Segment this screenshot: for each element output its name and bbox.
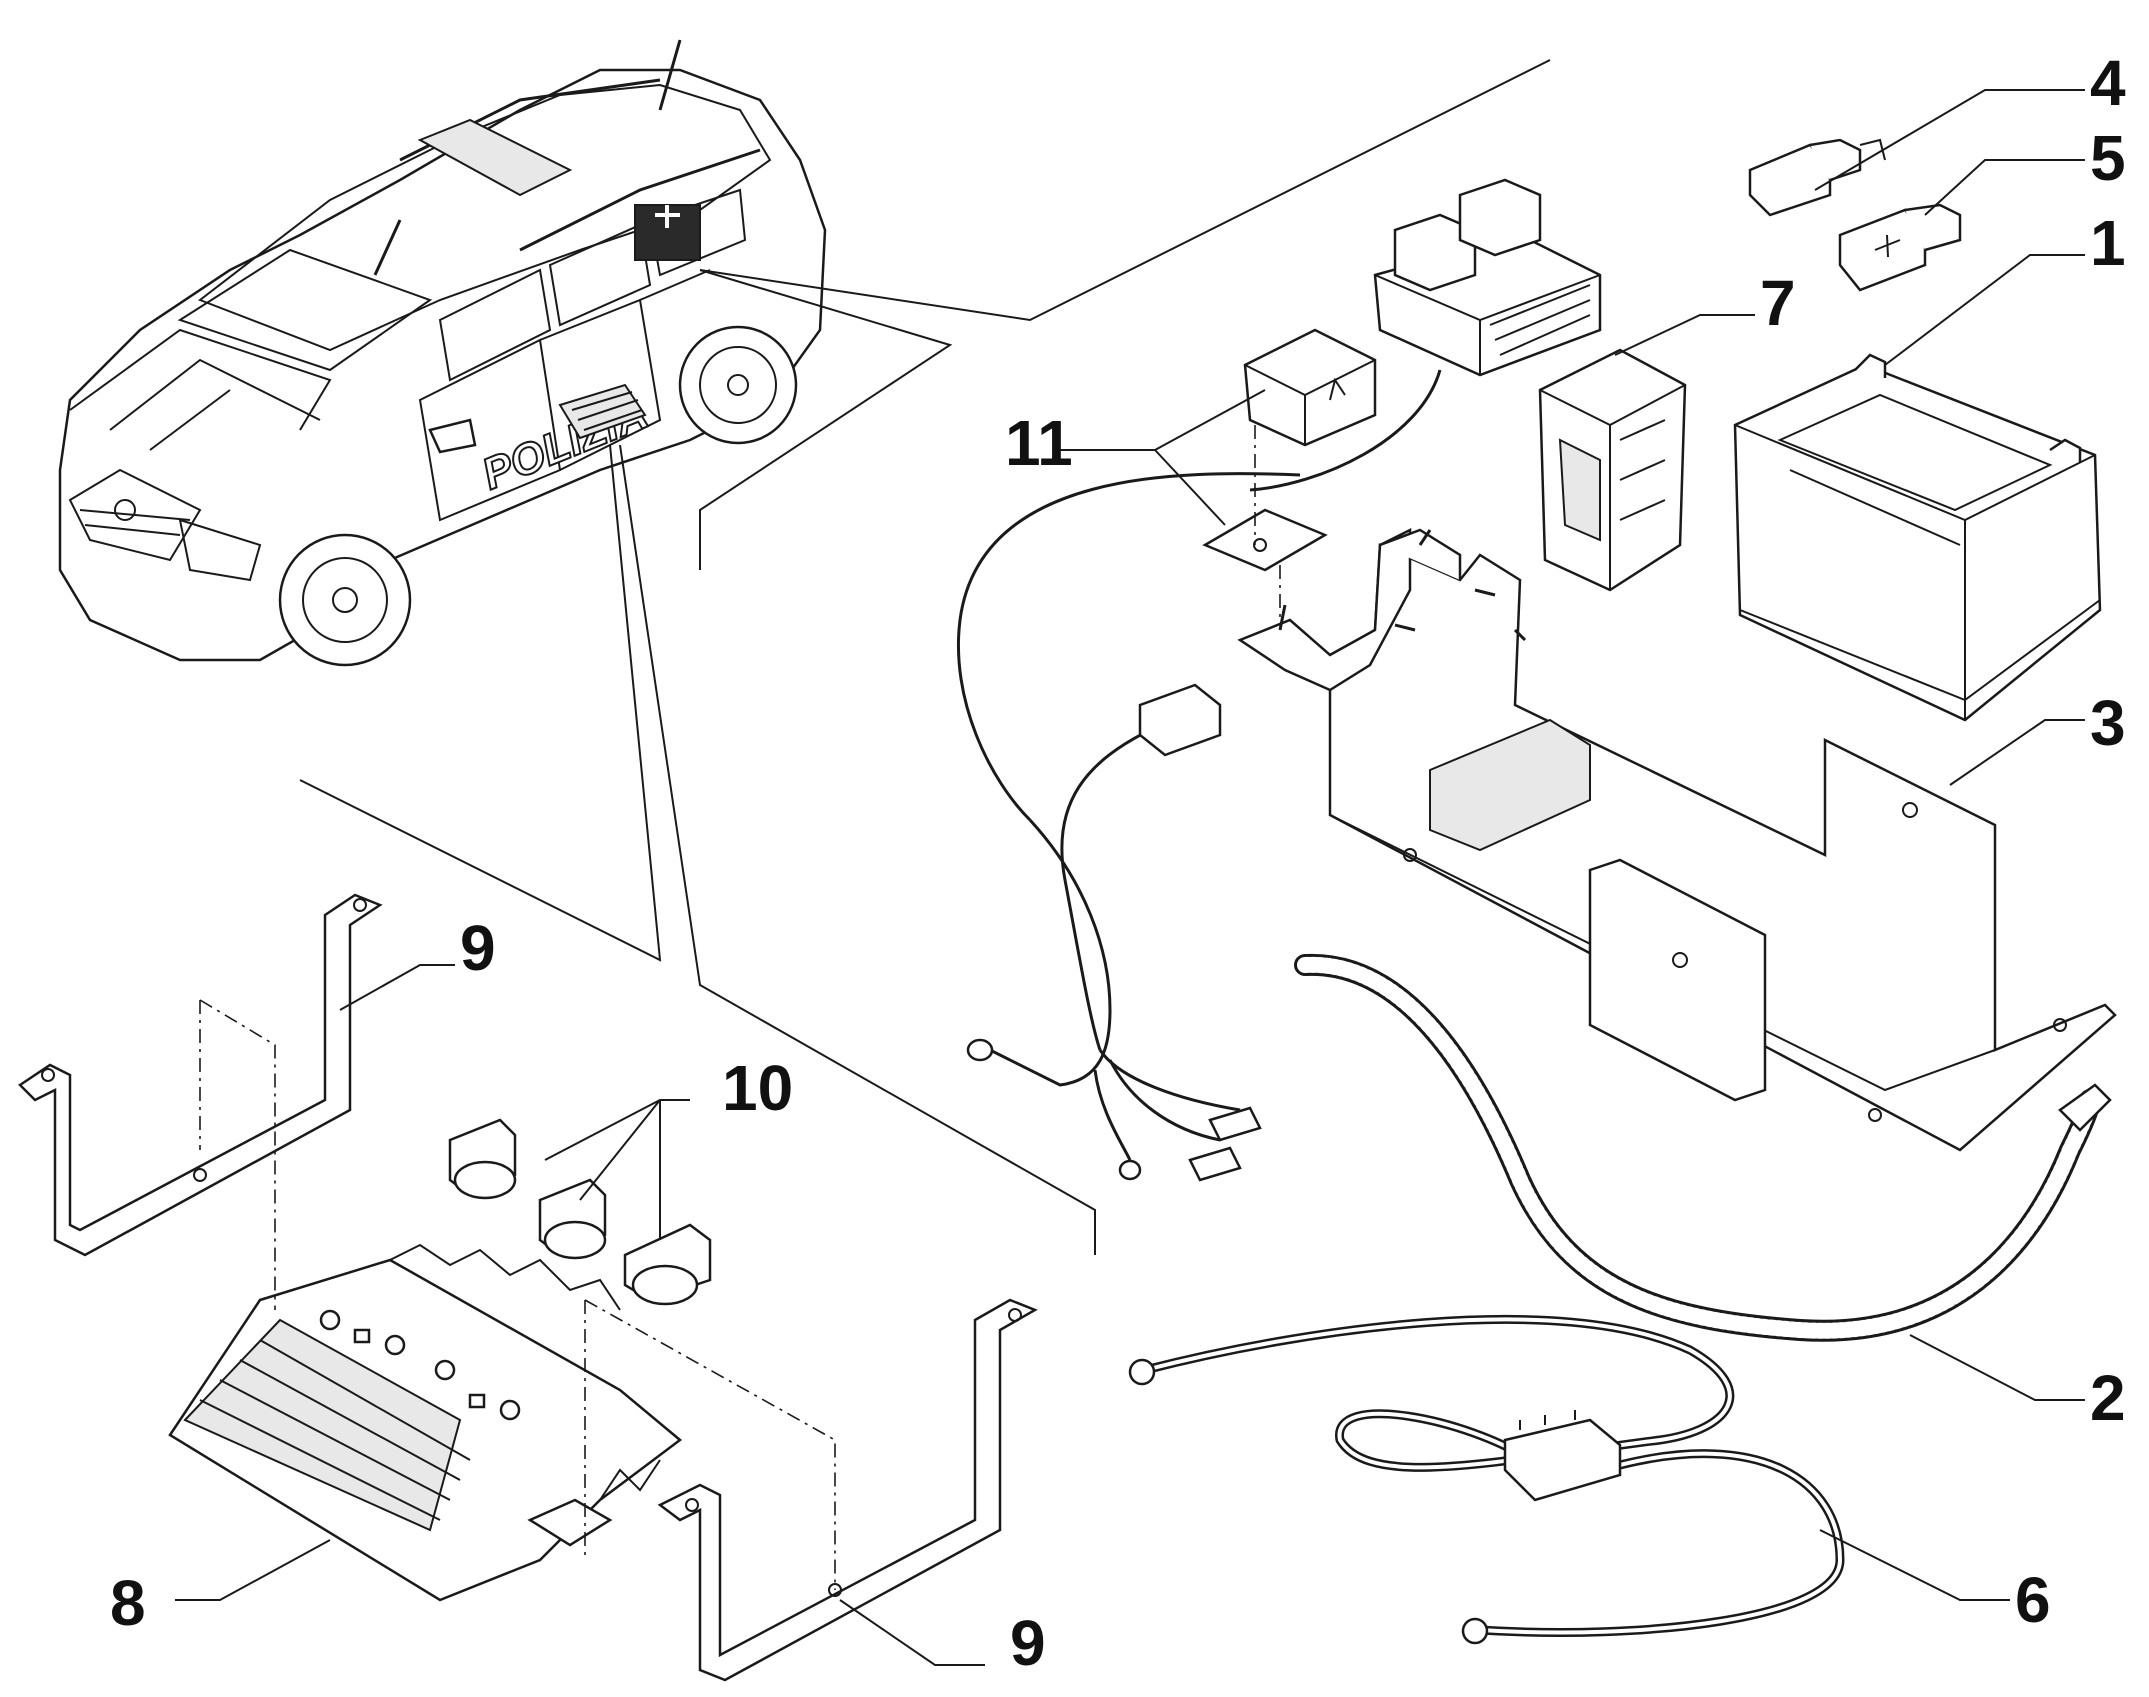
wiring-harness bbox=[956, 369, 1442, 1182]
callout-5: 5 bbox=[2090, 122, 2126, 194]
fused-cable bbox=[1128, 1314, 1845, 1645]
callout-6: 6 bbox=[2015, 1564, 2051, 1636]
converter-location-marker bbox=[558, 383, 647, 440]
callout-9-top: 9 bbox=[460, 912, 496, 984]
callout-4: 4 bbox=[2090, 47, 2126, 119]
terminal-cap-5 bbox=[1838, 203, 1962, 292]
terminal-boots bbox=[448, 1118, 712, 1306]
reference-leaders bbox=[299, 59, 1551, 1255]
ground-strap bbox=[1294, 953, 2112, 1342]
callout-11: 11 bbox=[1005, 407, 1073, 479]
callout-8: 8 bbox=[110, 1567, 146, 1639]
callout-2: 2 bbox=[2090, 1362, 2126, 1434]
callout-1: 1 bbox=[2090, 207, 2126, 279]
vehicle-illustration: POLIZIA bbox=[58, 39, 827, 667]
callout-3: 3 bbox=[2090, 687, 2126, 759]
callout-10: 10 bbox=[722, 1052, 793, 1124]
battery-tray bbox=[1237, 527, 2117, 1152]
relay-bracket bbox=[1202, 508, 1328, 572]
voltage-converter bbox=[168, 1243, 683, 1602]
battery bbox=[1733, 353, 2102, 722]
fuse-box bbox=[1538, 348, 1687, 592]
bracket-9-top bbox=[18, 893, 383, 1257]
callout-7: 7 bbox=[1760, 267, 1796, 339]
bracket-9-bottom bbox=[657, 1298, 1038, 1682]
terminal-cap-4 bbox=[1748, 138, 1886, 217]
callout-9-bottom: 9 bbox=[1010, 1607, 1046, 1679]
relay-11 bbox=[1243, 328, 1377, 447]
relay-module bbox=[1373, 178, 1602, 377]
callout-leaders bbox=[175, 89, 2085, 1666]
